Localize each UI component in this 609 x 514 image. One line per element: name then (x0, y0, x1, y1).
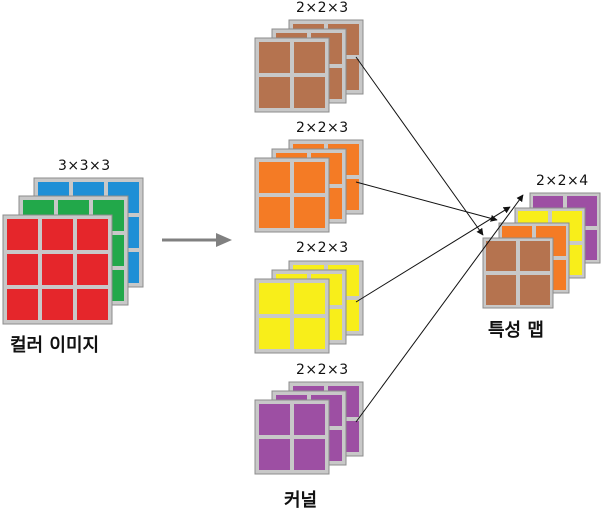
input-dims-label: 3×3×3 (58, 158, 111, 174)
kernel-2-layer-3-cell (259, 197, 290, 228)
feature-layer-4-cell (486, 275, 516, 305)
connector-kernel-3 (355, 206, 511, 303)
input-layer-3-cell (42, 254, 73, 285)
kernel-connectors (355, 56, 524, 423)
feature-layer-4 (482, 237, 554, 309)
kernel-1-layer-3-cell (294, 42, 325, 73)
kernel-1-layer-3-cell (294, 77, 325, 108)
kernel-caption: 커널 (284, 490, 318, 511)
feature-map-stack (482, 192, 601, 309)
input-image-stack (2, 177, 144, 325)
feature-map-caption: 특성 맵 (488, 320, 544, 341)
kernel-stack-3 (254, 260, 364, 354)
kernel-stack-2 (254, 139, 364, 233)
input-layer-3-cell (42, 289, 73, 320)
kernel-4-layer-3-cell (294, 439, 325, 470)
kernel-3-layer-3-cell (294, 283, 325, 314)
kernel-3-layer-3-cell (294, 318, 325, 349)
kernel-1-layer-3-cell (259, 77, 290, 108)
kernel-2-layer-3-cell (294, 197, 325, 228)
input-layer-3-cell (7, 254, 38, 285)
kernel-2-layer-3-cell (259, 162, 290, 193)
kernel-3-layer-3-cell (259, 283, 290, 314)
kernel-4-layer-3-cell (294, 404, 325, 435)
input-caption: 컬러 이미지 (10, 335, 100, 356)
input-layer-3-cell (77, 254, 108, 285)
input-layer-front (2, 214, 113, 325)
input-layer-3-cell (7, 289, 38, 320)
input-to-kernels-arrow (162, 233, 232, 247)
feature-layer-4-cell (520, 241, 550, 271)
kernel-3-dims-label: 2×2×3 (296, 240, 349, 256)
connector-kernel-4 (355, 194, 524, 423)
kernel-2-dims-label: 2×2×3 (296, 120, 349, 136)
kernel-4-dims-label: 2×2×3 (296, 362, 349, 378)
input-layer-3-cell (77, 289, 108, 320)
kernel-1-dims-label: 2×2×3 (296, 0, 349, 16)
kernel-stack-1 (254, 19, 364, 113)
input-layer-3-cell (42, 219, 73, 250)
feature-layer-4-cell (486, 241, 516, 271)
kernel-4-layer-3-cell (259, 404, 290, 435)
kernel-stack-4 (254, 381, 364, 475)
input-layer-3-cell (77, 219, 108, 250)
feature-map-dims-label: 2×2×4 (536, 173, 589, 189)
kernel-3-layer-3-cell (259, 318, 290, 349)
connector-kernel-2 (355, 181, 498, 222)
kernel-4-layer-3-cell (259, 439, 290, 470)
input-layer-3-cell (7, 219, 38, 250)
kernel-1-layer-3-cell (259, 42, 290, 73)
connector-kernel-1 (355, 56, 484, 236)
kernel-2-layer-3-cell (294, 162, 325, 193)
feature-layer-4-cell (520, 275, 550, 305)
